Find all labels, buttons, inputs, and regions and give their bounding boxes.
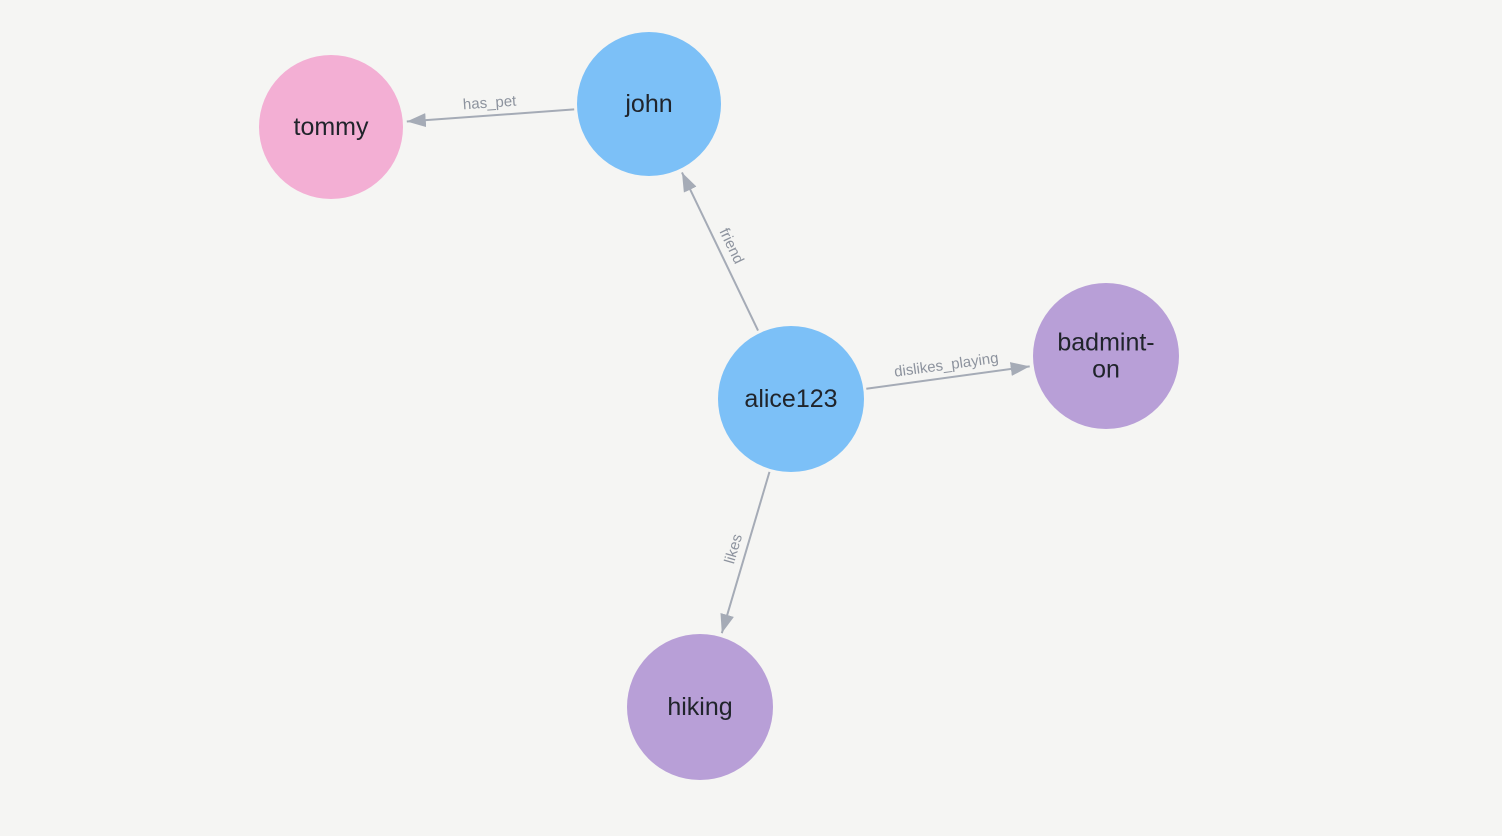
edge-dislikes_playing: dislikes_playing <box>866 350 1030 390</box>
relationship-label-has_pet[interactable]: has_pet <box>462 93 517 114</box>
node-circle-alice123[interactable] <box>718 326 864 472</box>
node-layer: tommy john alice123 badmint-on hiking <box>259 32 1179 780</box>
node-john: john <box>577 32 721 176</box>
node-circle-john[interactable] <box>577 32 721 176</box>
node-circle-badminton[interactable] <box>1033 283 1179 429</box>
edge-likes: likes <box>720 471 771 634</box>
node-circle-hiking[interactable] <box>627 634 773 780</box>
node-circle-tommy[interactable] <box>259 55 403 199</box>
relationship-line-likes[interactable] <box>720 471 771 634</box>
relationship-line-dislikes_playing[interactable] <box>866 362 1030 390</box>
node-hiking: hiking <box>627 634 773 780</box>
node-alice123: alice123 <box>718 326 864 472</box>
relationship-label-friend[interactable]: friend <box>715 225 747 266</box>
relationship-line-has_pet[interactable] <box>406 108 575 128</box>
edge-has_pet: has_pet <box>406 93 575 128</box>
relationship-line-friend[interactable] <box>681 172 759 331</box>
edge-friend: friend <box>681 172 759 331</box>
node-badminton: badmint-on <box>1033 283 1179 429</box>
node-tommy: tommy <box>259 55 403 199</box>
relationship-label-dislikes_playing[interactable]: dislikes_playing <box>893 350 999 381</box>
